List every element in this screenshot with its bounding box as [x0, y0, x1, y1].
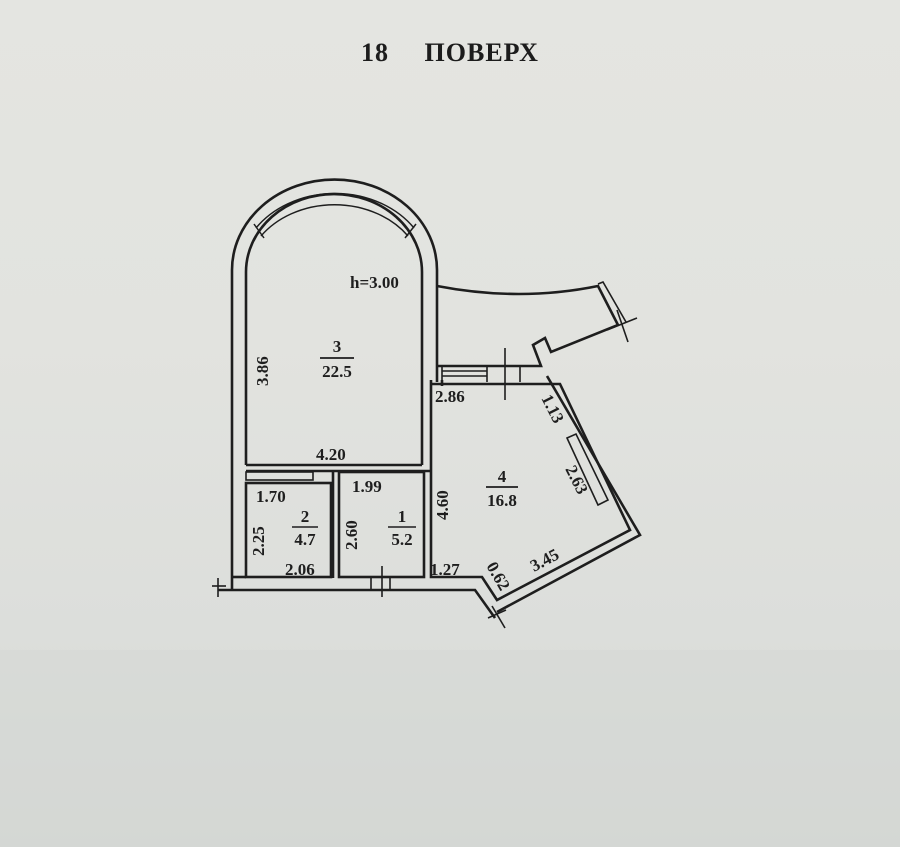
dim-room4-bottom-short: 0.62: [483, 559, 514, 594]
room3-inner-wall: [244, 192, 424, 465]
ceiling-height: h=3.00: [350, 273, 399, 292]
arch-window: [255, 192, 415, 229]
dim-room2-top: 1.70: [256, 487, 286, 506]
room1-area: 5.2: [391, 530, 412, 549]
room2-number: 2: [301, 507, 310, 526]
dim-room4-left: 4.60: [433, 490, 452, 520]
floor-title: 18 ПОВЕРХ: [0, 38, 900, 68]
floor-label: ПОВЕРХ: [424, 38, 539, 67]
room4-number: 4: [498, 467, 507, 486]
floor-number: 18: [361, 38, 390, 67]
dim-room4-top: 2.86: [435, 387, 465, 406]
balcony-walls: [436, 284, 620, 368]
room2-walls: [244, 481, 333, 579]
dim-room2-bottom: 2.06: [285, 560, 315, 579]
dim-room2-left: 2.25: [249, 526, 268, 556]
dim-room4-diag-right: 2.63: [561, 462, 591, 497]
paper-shadow: [0, 650, 900, 847]
dim-room4-bottom-diag: 3.45: [527, 545, 562, 576]
room3-number: 3: [333, 337, 342, 356]
room4-area: 16.8: [487, 491, 517, 510]
room4-walls: [429, 380, 632, 602]
room3-outer-wall: [230, 178, 439, 590]
dim-room3-left: 3.86: [253, 356, 272, 386]
dim-room1-top: 1.99: [352, 477, 382, 496]
room2-area: 4.7: [294, 530, 316, 549]
room3-area: 22.5: [322, 362, 352, 381]
dim-room4-diag-top: 1.13: [537, 391, 567, 426]
dim-room3-bottom: 4.20: [316, 445, 346, 464]
dim-room4-bottom-left: 1.27: [430, 560, 460, 579]
dim-room1-left: 2.60: [342, 520, 361, 550]
room1-number: 1: [398, 507, 407, 526]
